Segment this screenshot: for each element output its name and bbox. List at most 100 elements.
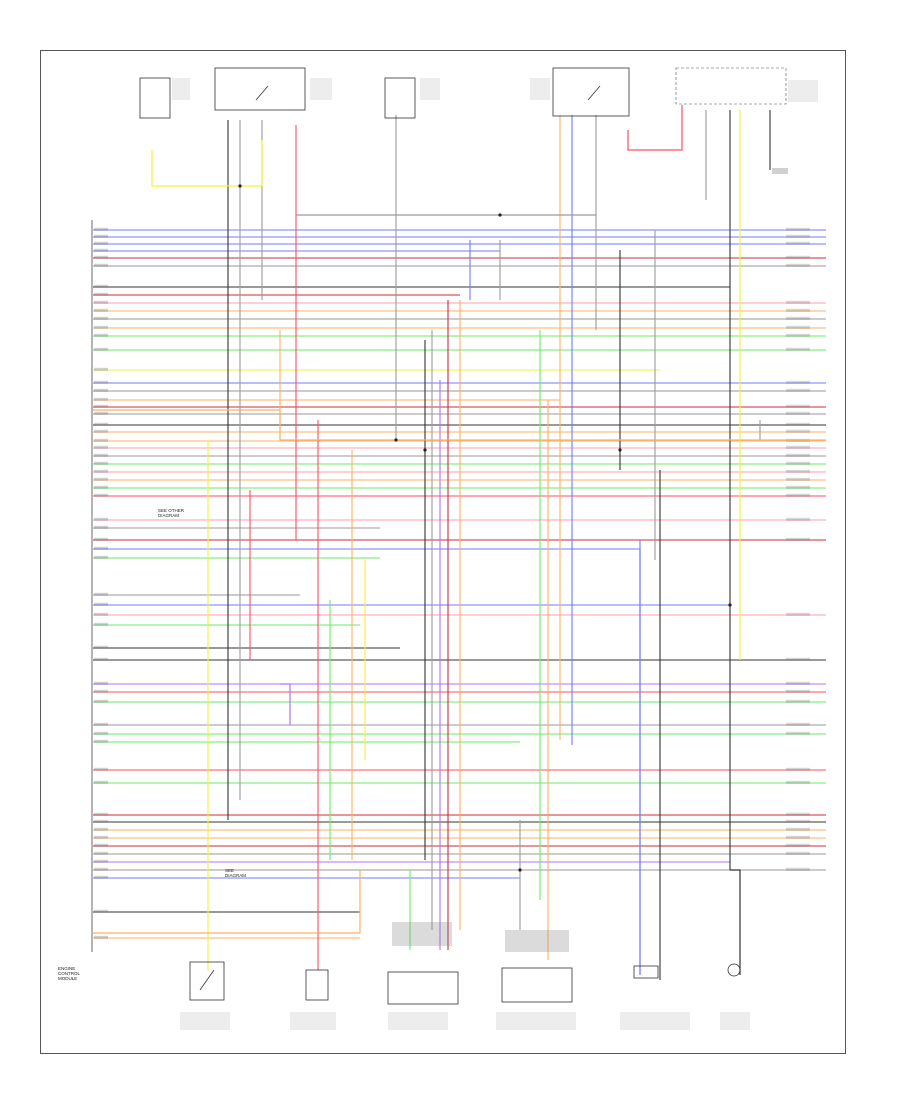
wire-code-right-50 xyxy=(786,812,810,816)
pin-label-36 xyxy=(94,592,108,596)
wire-code-right-6 xyxy=(786,263,810,267)
red-fuse-link-wire xyxy=(627,105,683,151)
bottom-caption-5 xyxy=(620,1012,690,1030)
wire-code-right-27 xyxy=(786,469,810,473)
pin-label-33 xyxy=(94,537,108,541)
bottom-caption-6 xyxy=(720,1012,750,1030)
wire-code-right-2 xyxy=(786,234,810,238)
knock-sensor-body xyxy=(305,969,329,1001)
splice-dot-5 xyxy=(728,603,732,607)
pin-label-31 xyxy=(94,517,108,521)
pin-label-44 xyxy=(94,699,108,703)
wire-code-right-57 xyxy=(786,867,810,871)
splice-dot-4 xyxy=(618,448,622,452)
wire-code-right-3 xyxy=(786,241,810,245)
pin-label-8 xyxy=(94,292,108,296)
orange-routed-wire xyxy=(93,409,826,441)
pin-label-3 xyxy=(94,241,108,245)
splice-dot-6 xyxy=(518,868,522,872)
pin-label-14 xyxy=(94,347,108,351)
relay-contact-icon xyxy=(587,85,601,101)
pin-label-2 xyxy=(94,234,108,238)
top-caption-2 xyxy=(310,78,332,100)
pin-label-53 xyxy=(94,835,108,839)
pin-label-28 xyxy=(94,477,108,481)
pin-label-34 xyxy=(94,546,108,550)
pin-label-51 xyxy=(94,819,108,823)
wire-code-right-55 xyxy=(786,851,810,855)
ecm-label: ENGINE CONTROL MODULE xyxy=(58,966,80,981)
pin-label-39 xyxy=(94,622,108,626)
pin-label-12 xyxy=(94,325,108,329)
pin-label-19 xyxy=(94,404,108,408)
top-caption-3 xyxy=(420,78,440,100)
wire-code-right-53 xyxy=(786,835,810,839)
wire-code-right-41 xyxy=(786,657,810,661)
throttle-switch-contact-icon xyxy=(199,969,215,991)
pin-label-29 xyxy=(94,485,108,489)
ground-strap-wire xyxy=(730,869,741,975)
top-caption-5 xyxy=(788,80,818,102)
pin-label-24 xyxy=(94,445,108,449)
wire-code-right-29 xyxy=(786,485,810,489)
ground-symbol xyxy=(727,963,741,977)
wire-code-right-19 xyxy=(786,404,810,408)
pin-label-58 xyxy=(94,875,108,879)
switch-contact-icon xyxy=(255,85,269,101)
bottom-caption-2 xyxy=(290,1012,336,1030)
wire-code-right-54 xyxy=(786,843,810,847)
pin-label-7 xyxy=(94,284,108,288)
ht-o2-connector xyxy=(505,930,569,952)
wire-code-right-45 xyxy=(786,722,810,726)
yellow-jumper-wire xyxy=(151,140,263,187)
pin-label-23 xyxy=(94,438,108,442)
pin-label-47 xyxy=(94,739,108,743)
pin-label-17 xyxy=(94,388,108,392)
wire-code-right-21 xyxy=(786,422,810,426)
pin-label-35 xyxy=(94,555,108,559)
pin-label-49 xyxy=(94,780,108,784)
wire-code-right-33 xyxy=(786,537,810,541)
pin-label-55 xyxy=(94,851,108,855)
wire-code-right-25 xyxy=(786,453,810,457)
temp-sender-body xyxy=(384,77,416,119)
ignition-switch-a-body xyxy=(214,67,306,111)
wire-code-right-11 xyxy=(786,316,810,320)
throttle-switch-body xyxy=(189,961,225,1001)
pin-label-32 xyxy=(94,525,108,529)
wire-code-right-13 xyxy=(786,333,810,337)
wire-code-right-24 xyxy=(786,445,810,449)
pin-label-43 xyxy=(94,689,108,693)
fuse-box-top-body xyxy=(675,67,787,105)
wire-code-right-17 xyxy=(786,388,810,392)
wire-code-right-9 xyxy=(786,300,810,304)
side-note-2: SEE DIAGRAM xyxy=(225,868,247,878)
bottom-caption-4 xyxy=(496,1012,576,1030)
pin-label-27 xyxy=(94,469,108,473)
idle-valve-connector xyxy=(392,922,452,946)
ht-o2-sensor-body xyxy=(501,967,573,1003)
wire-code-right-22 xyxy=(786,429,810,433)
pin-label-13 xyxy=(94,333,108,337)
wire-code-right-30 xyxy=(786,493,810,497)
wire-code-right-5 xyxy=(786,255,810,259)
pin-label-1 xyxy=(94,227,108,231)
vss-body xyxy=(633,965,659,979)
pin-label-26 xyxy=(94,461,108,465)
splice-dot-7 xyxy=(498,213,502,217)
pin-label-15 xyxy=(94,367,108,371)
pin-label-21 xyxy=(94,422,108,426)
bottom-caption-1 xyxy=(180,1012,230,1030)
pin-label-22 xyxy=(94,429,108,433)
wire-code-right-44 xyxy=(786,699,810,703)
pin-label-50 xyxy=(94,812,108,816)
pin-label-60 xyxy=(94,935,108,939)
pin-label-46 xyxy=(94,731,108,735)
pin-label-38 xyxy=(94,612,108,616)
wire-code-right-16 xyxy=(786,380,810,384)
pin-label-40 xyxy=(94,645,108,649)
wire-code-right-1 xyxy=(786,227,810,231)
diagram-frame xyxy=(40,50,846,1054)
wire-code-right-42 xyxy=(786,681,810,685)
